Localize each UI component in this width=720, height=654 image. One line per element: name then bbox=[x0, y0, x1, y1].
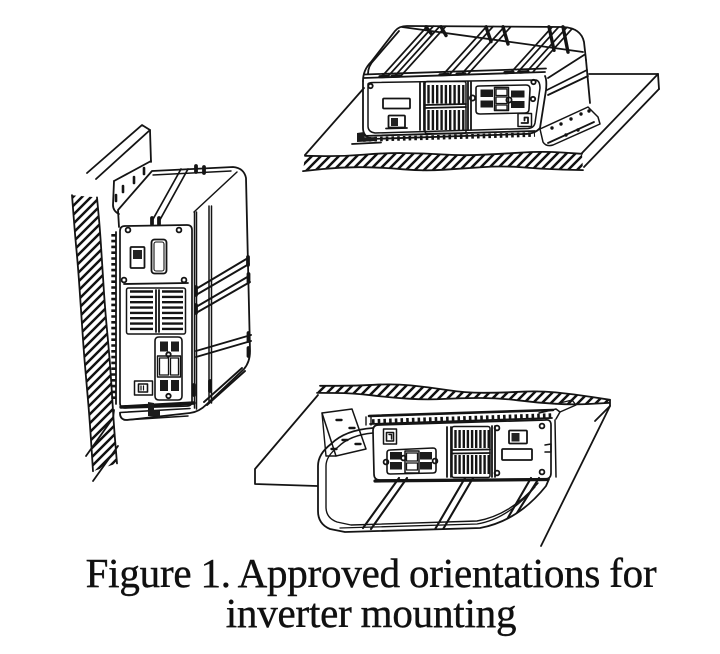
svg-text:Figure 1. Approved orientation: Figure 1. Approved orientations for bbox=[86, 550, 657, 596]
svg-text:inverter mounting: inverter mounting bbox=[226, 590, 517, 636]
